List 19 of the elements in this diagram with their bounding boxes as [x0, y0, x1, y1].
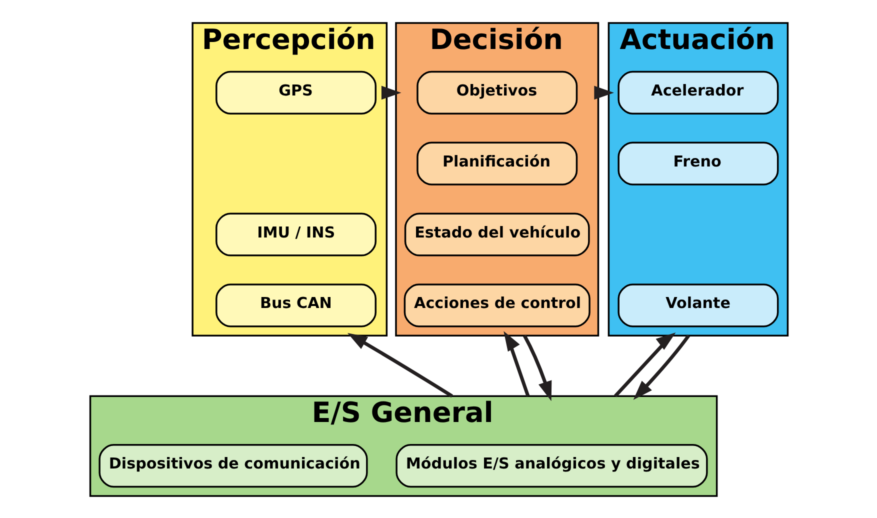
- node-box: Volante: [617, 283, 778, 327]
- node-box: Acelerador: [617, 70, 778, 114]
- node-box: Módulos E/S analógicos y digitales: [395, 444, 708, 488]
- node-box: Acciones de control: [403, 283, 590, 327]
- node-box: Freno: [617, 141, 778, 185]
- node-box: Objetivos: [416, 70, 578, 114]
- node-box: Planificación: [416, 141, 578, 185]
- node-box: Bus CAN: [215, 283, 376, 327]
- arrow: [614, 332, 676, 397]
- node-box: Estado del vehículo: [404, 212, 590, 256]
- arrow: [522, 334, 552, 401]
- arrow: [346, 332, 452, 398]
- arrow: [503, 330, 530, 396]
- arrow: [594, 85, 614, 100]
- arrow: [632, 334, 690, 400]
- node-box: GPS: [215, 70, 376, 114]
- node-box: Dispositivos de comunicación: [98, 444, 368, 488]
- arrow: [380, 85, 401, 100]
- node-box: IMU / INS: [215, 212, 376, 256]
